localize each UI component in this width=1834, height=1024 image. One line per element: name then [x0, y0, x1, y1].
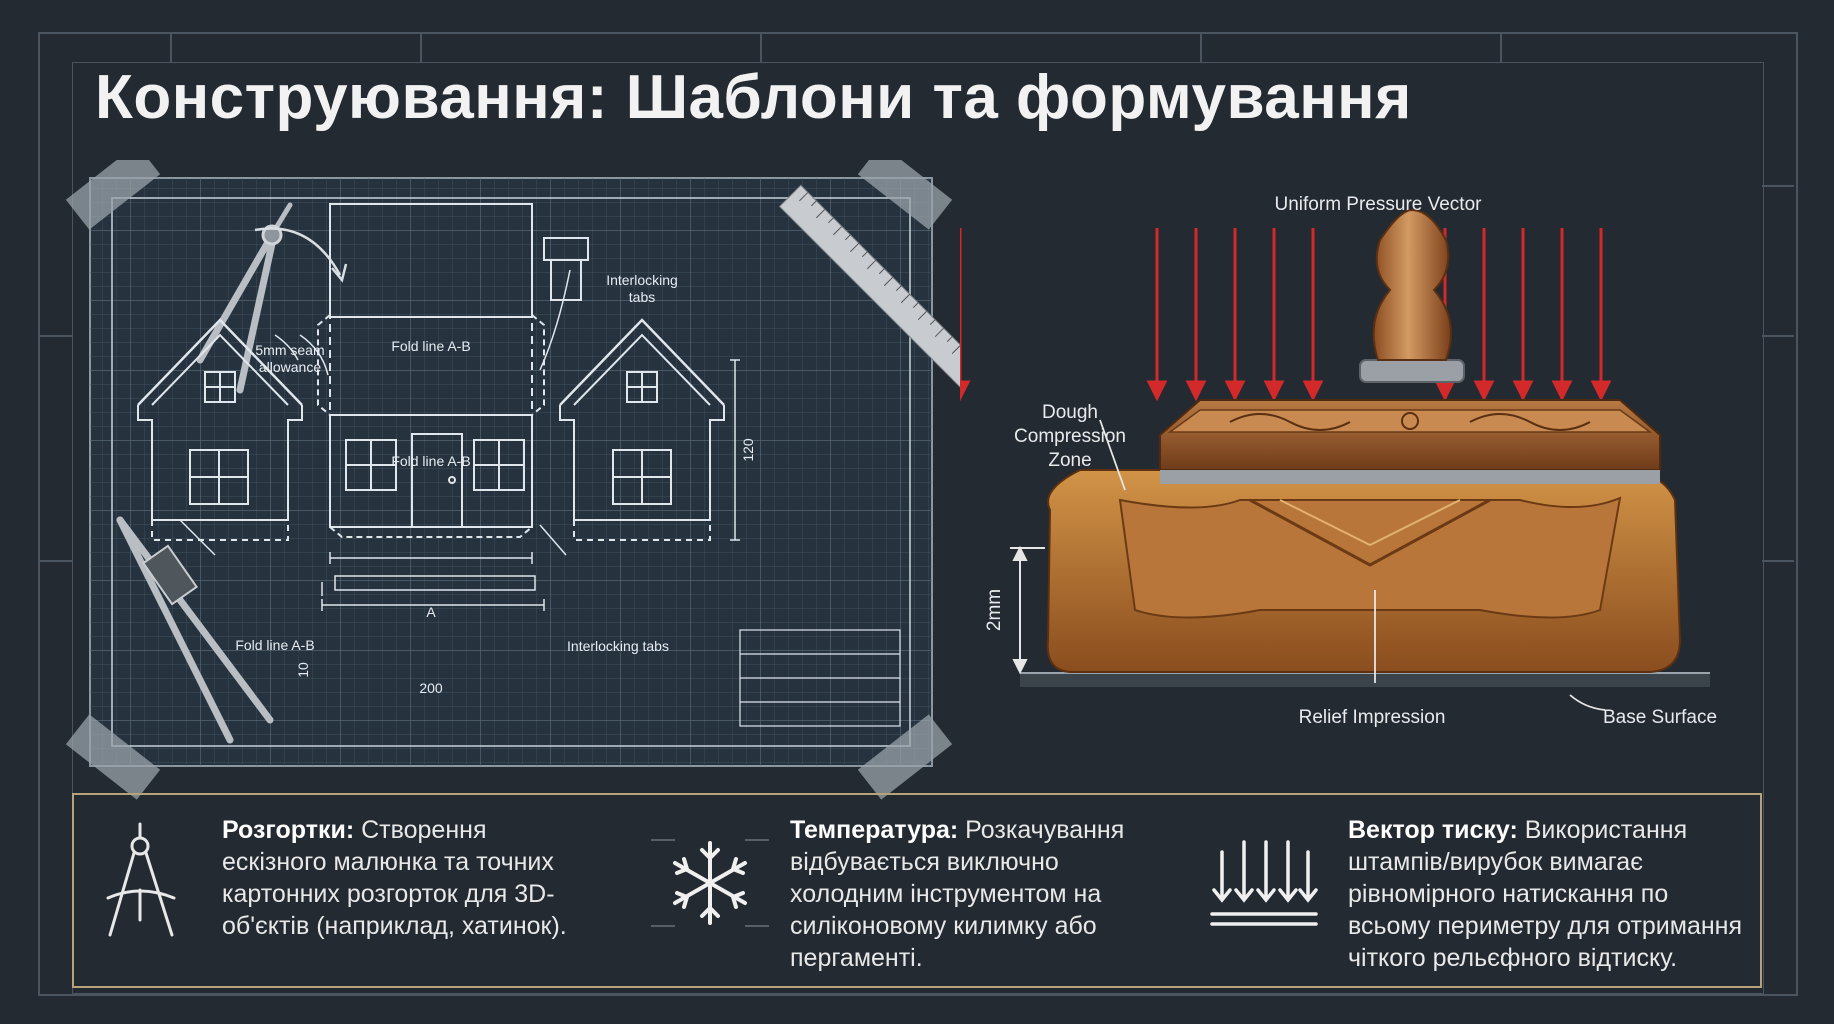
tape-bottom-left [65, 714, 161, 800]
label-fold-bottom: Fold line A-B [235, 637, 314, 653]
compass-icon [106, 822, 176, 937]
info-line: холодним інструментом на [790, 880, 1102, 908]
frame-tick [1500, 32, 1502, 62]
label-compression: Dough [1042, 402, 1098, 423]
page-title: Конструювання: Шаблони та формування [95, 63, 1412, 132]
info-heading: Розгортки: [222, 816, 355, 844]
label-dim-a: A [426, 604, 436, 620]
stamp-handle [1359, 208, 1465, 383]
frame-tick [420, 32, 422, 62]
pressure-arrows-icon [1210, 840, 1318, 926]
drafting-compass-top [196, 202, 293, 394]
ruler [778, 184, 960, 392]
info-line: штампів/вирубок вимагає [1348, 848, 1643, 876]
frame-tick [170, 32, 172, 62]
outer-frame [38, 32, 1798, 996]
info-heading: Температура: [790, 816, 959, 844]
drafting-compass-bottom [116, 516, 274, 744]
frame-tick [1762, 185, 1794, 187]
info-panel [72, 793, 1762, 988]
house-left [137, 318, 303, 541]
label-fold-top: Fold line A-B [391, 338, 470, 354]
tape-bottom-right [857, 714, 953, 800]
info-heading: Вектор тиску: [1348, 816, 1518, 844]
tape-top-right [857, 160, 953, 230]
stamp-illustration: Uniform Pressure Vector Dough Compressio… [960, 194, 1717, 728]
label-thickness: 2mm [984, 589, 1005, 631]
dimension-lines [321, 359, 740, 611]
frame-tick [38, 560, 72, 562]
base-surface [1020, 673, 1710, 687]
frame-tick [1200, 32, 1202, 62]
unfolded-wall [317, 203, 589, 538]
label-fold-mid: Fold line A-B [391, 453, 470, 469]
thickness-dimension [1010, 545, 1045, 675]
info-line: пергаменті. [790, 944, 923, 972]
blueprint-illustration: 5mm seam allowance Fold line A-B Fold li… [65, 160, 960, 800]
label-dim-10: 10 [295, 662, 311, 678]
info-line: рівномірного натискання по [1348, 880, 1669, 908]
label-seam: 5mm seam [255, 342, 324, 358]
info-line: Розкачування [958, 816, 1125, 844]
info-line: Створення [354, 816, 487, 844]
label-dim-120: 120 [740, 438, 756, 462]
label-relief: Relief Impression [1299, 707, 1446, 728]
info-line: картонних розгорток для 3D- [222, 880, 555, 908]
info-line: всьому периметру для отримання [1348, 912, 1743, 940]
frame-tick [1762, 335, 1794, 337]
relief-pattern [1249, 498, 1491, 567]
info-line: об'єктів (наприклад, хатинок). [222, 912, 567, 940]
info-item-patterns: Розгортки: Створення ескізного малюнка т… [222, 814, 642, 942]
label-pressure: Uniform Pressure Vector [1275, 194, 1483, 215]
label-tabs-bottom: Interlocking tabs [567, 638, 669, 654]
title-block [739, 629, 901, 727]
info-item-pressure: Вектор тиску: Використання штампів/вируб… [1348, 814, 1760, 974]
label-tabs-top: Interlocking [606, 272, 678, 288]
frame-tick [760, 32, 762, 62]
info-line: чіткого рельєфного відтиску. [1348, 944, 1678, 972]
info-line: Використання [1517, 816, 1688, 844]
label-base: Base Surface [1603, 707, 1717, 728]
label-compression: Zone [1048, 450, 1091, 471]
info-line: силіконовому килимку або [790, 912, 1097, 940]
frame-tick [1762, 560, 1794, 562]
snowflake-icon [651, 839, 769, 927]
house-right [559, 318, 725, 541]
info-line: відбувається виключно [790, 848, 1059, 876]
tape-top-left [65, 160, 161, 230]
curved-arrow [254, 227, 342, 276]
label-compression: Compression [1014, 426, 1126, 447]
frame-tick [38, 335, 72, 337]
label-tabs-top: tabs [629, 289, 655, 305]
info-item-temperature: Температура: Розкачування відбувається в… [790, 814, 1190, 974]
pressure-arrows [960, 226, 1611, 402]
info-line: ескізного малюнка та точних [222, 848, 554, 876]
label-seam: allowance [259, 359, 321, 375]
inner-frame [72, 62, 1764, 994]
label-dim-200: 200 [419, 680, 443, 696]
